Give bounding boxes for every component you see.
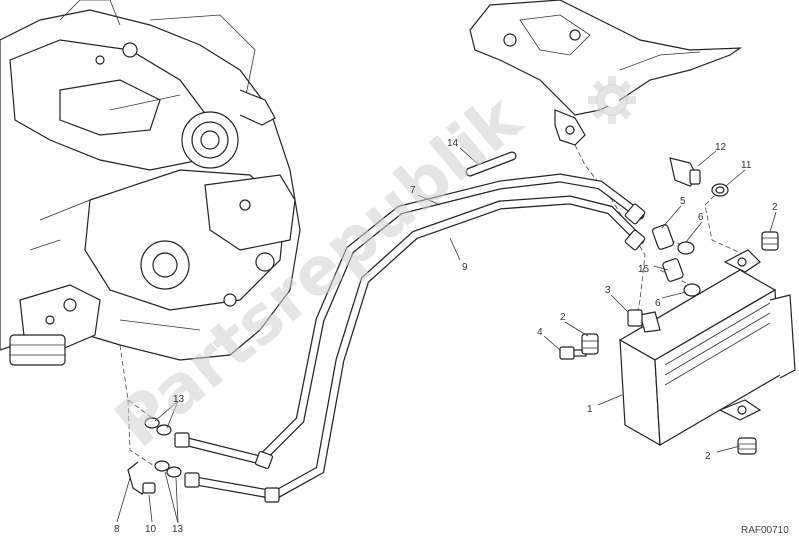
oil-cooler-part-1 xyxy=(618,249,796,447)
frame-bracket xyxy=(469,0,743,146)
callout-1: 1 xyxy=(587,404,593,415)
callout-8: 8 xyxy=(114,524,120,535)
callout-labels: 1 2 2 2 3 4 5 6 6 7 8 9 10 11 12 13 13 1… xyxy=(114,138,778,535)
reference-code: RAF00710 xyxy=(741,525,789,536)
callout-13-lower: 13 xyxy=(172,524,184,535)
callout-2-mid: 2 xyxy=(560,312,566,323)
callout-6-upper: 6 xyxy=(698,212,704,223)
callout-6-lower: 6 xyxy=(655,298,661,309)
callout-3: 3 xyxy=(605,285,611,296)
callout-2-top-right: 2 xyxy=(772,202,778,213)
callout-7: 7 xyxy=(410,185,416,196)
leader-lines xyxy=(116,147,777,524)
callout-14: 14 xyxy=(447,138,459,149)
callout-4: 4 xyxy=(537,327,543,338)
hardware-parts xyxy=(127,157,779,495)
oil-hoses xyxy=(175,173,645,500)
engine-assembly xyxy=(0,0,301,366)
callout-2-bottom: 2 xyxy=(705,451,711,462)
gear-icon xyxy=(588,76,636,124)
callout-15: 15 xyxy=(638,264,650,275)
hose-section-part-14 xyxy=(465,151,517,177)
callout-11: 11 xyxy=(741,160,752,171)
callout-12: 12 xyxy=(715,142,727,153)
callout-13-upper: 13 xyxy=(173,394,185,405)
callout-9: 9 xyxy=(462,262,468,273)
hose-fittings xyxy=(174,203,646,503)
callout-5: 5 xyxy=(680,196,686,207)
callout-10: 10 xyxy=(145,524,157,535)
